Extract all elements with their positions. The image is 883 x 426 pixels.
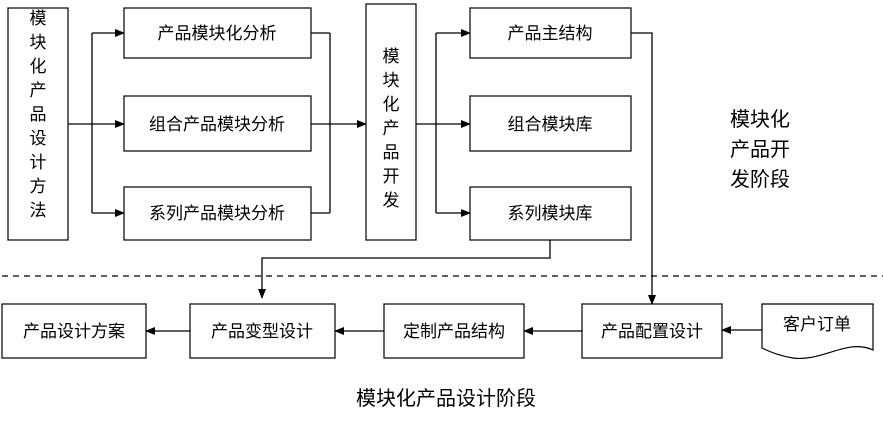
combo-lib-node: 组合模块库 — [469, 95, 632, 152]
method-label: 模块化产品设计方法 — [30, 9, 47, 221]
combo-mod-label: 组合产品模块分析 — [149, 115, 285, 135]
series-lib-node: 系列模块库 — [469, 186, 632, 241]
combo-mod-node: 组合产品模块分析 — [123, 95, 312, 152]
product-mod-node: 产品模块化分析 — [123, 7, 312, 59]
design-stage-label: 模块化产品设计阶段 — [356, 386, 536, 410]
connector-series-lib-to-variant — [258, 240, 551, 299]
scheme-label: 产品设计方案 — [23, 322, 125, 342]
config-design-label: 产品配置设计 — [601, 322, 703, 342]
scheme-node: 产品设计方案 — [1, 303, 147, 359]
series-mod-node: 系列产品模块分析 — [123, 186, 312, 241]
dev-stage-label-line-1: 模块化 — [730, 107, 790, 131]
order-node: 客户订单 — [761, 303, 874, 360]
dev-label: 模块化产品开发 — [383, 47, 400, 211]
dev-stage-label-line-2: 产品开 — [730, 137, 790, 161]
main-struct-label: 产品主结构 — [508, 24, 593, 44]
custom-struct-node: 定制产品结构 — [383, 303, 525, 359]
dev-stage-label-line-3: 发阶段 — [730, 167, 790, 191]
product-mod-label: 产品模块化分析 — [158, 24, 277, 44]
method-node: 模块化产品设计方法 — [7, 7, 69, 241]
variant-design-node: 产品变型设计 — [189, 303, 336, 359]
main-struct-node: 产品主结构 — [469, 7, 632, 59]
custom-struct-label: 定制产品结构 — [403, 322, 505, 342]
config-design-node: 产品配置设计 — [581, 303, 723, 359]
dev-node: 模块化产品开发 — [365, 3, 417, 241]
variant-design-label: 产品变型设计 — [211, 322, 313, 342]
series-mod-label: 系列产品模块分析 — [149, 204, 285, 224]
connector-main-struct-to-config — [631, 32, 656, 305]
series-lib-label: 系列模块库 — [508, 204, 593, 224]
combo-lib-label: 组合模块库 — [508, 115, 593, 135]
order-label: 客户订单 — [783, 315, 851, 335]
order-document-shape — [761, 303, 874, 360]
